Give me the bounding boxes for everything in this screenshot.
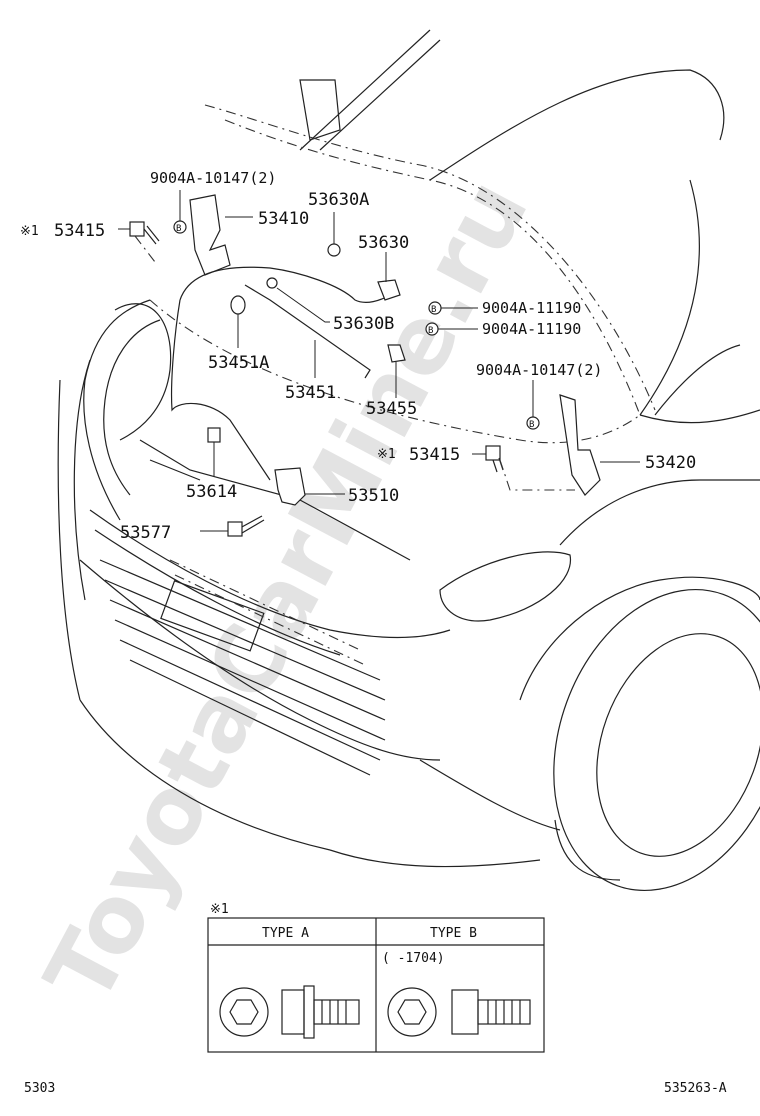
hood-hinge-right [559,394,601,496]
bolt-marker-right: B [526,416,540,430]
hood-hinge-left [189,194,231,276]
label-9004a-11190-b: 9004A-11190 [482,320,581,338]
bolt-marker-11190-a: B [428,301,442,315]
car-body-outline [57,29,760,892]
hood-lock-53510 [274,467,306,506]
label-53614: 53614 [186,482,237,502]
footer-figure-id: 535263-A [664,1081,727,1096]
type-a-header: TYPE A [262,926,309,941]
svg-text:B: B [428,326,433,336]
part-labels: 9004A-10147(2) ※1 53415 53410 53630A 536… [20,169,696,543]
bolt-53415-left [129,221,160,245]
bolt-type-table: ※1 TYPE A TYPE B ( -1704) [207,902,545,1053]
table-ref-mark: ※1 [210,902,229,917]
bolt-marker-top: B [173,220,187,234]
label-53630a: 53630A [308,190,369,210]
leader-lines [118,190,640,532]
bolt-marker-11190-b: B [425,322,439,336]
ref-mark-right: ※1 [377,447,396,462]
type-b-note: ( -1704) [382,951,445,966]
holder-53630b [266,277,278,289]
label-53510: 53510 [348,486,399,506]
footer-page-code: 5303 [24,1081,55,1096]
release-cable [179,266,396,303]
label-53451: 53451 [285,383,336,403]
label-53420: 53420 [645,453,696,473]
svg-text:B: B [529,420,534,430]
bolt-53577 [227,515,265,537]
label-9004a-11190-a: 9004A-11190 [482,299,581,317]
type-a-bolt-illustration [219,985,360,1039]
label-9004a-10147-top: 9004A-10147(2) [150,169,276,187]
parts-group: B B B B [129,194,601,537]
watermark: ToyotaCarMine.ru [25,162,549,1020]
type-b-header: TYPE B [430,926,477,941]
hood-support-rod [244,284,371,379]
label-9004a-10147-right: 9004A-10147(2) [476,361,602,379]
type-b-bolt-illustration [387,987,531,1037]
svg-text:B: B [431,305,436,315]
ref-mark-left: ※1 [20,224,39,239]
label-53630b: 53630B [333,314,394,334]
bolt-53415-right [485,445,504,473]
label-53415-right: 53415 [409,445,460,465]
svg-text:B: B [176,224,181,234]
label-53415-left: 53415 [54,221,105,241]
label-53451a: 53451A [208,353,269,373]
label-53577: 53577 [120,523,171,543]
clip-53614 [207,427,221,443]
label-53630: 53630 [358,233,409,253]
clip-53630a [327,243,341,257]
label-53410: 53410 [258,209,309,229]
clamp-53455 [387,344,406,363]
grommet-53451a [230,295,246,315]
cable-bracket-53630 [377,279,401,301]
label-53455: 53455 [366,399,417,419]
